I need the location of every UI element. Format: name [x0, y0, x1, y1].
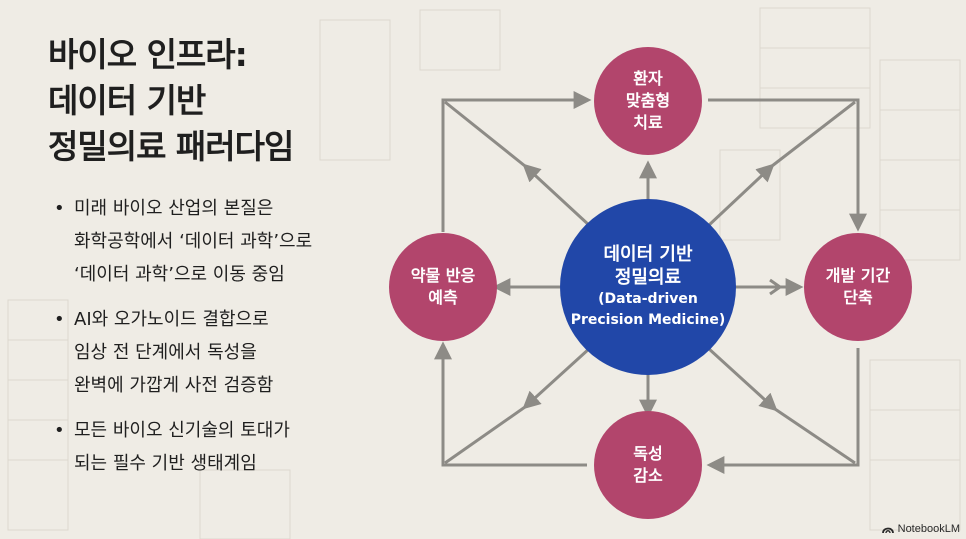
bottom-node-label: 독성 감소: [594, 411, 702, 519]
page-title-line-3: 정밀의료 패러다임: [48, 127, 294, 166]
right-label-line-2: 단축: [843, 288, 873, 307]
top-node-label: 환자 맞춤형 치료: [594, 47, 702, 155]
center-label-line-3: (Data-driven: [598, 291, 698, 307]
bottom-label-line-2: 감소: [633, 466, 663, 485]
diag-line-top-left: [444, 100, 526, 168]
center-label-line-1: 데이터 기반: [603, 244, 693, 265]
bullet-list: • 미래 바이오 산업의 본질은 화학공학에서 ‘데이터 과학’으로 ‘데이터 …: [52, 192, 432, 492]
node-left: [389, 233, 497, 341]
diag-line-bottom-right: [774, 407, 856, 465]
notebooklm-watermark: NotebookLM: [881, 523, 960, 535]
bullet-item: • AI와 오가노이드 결합으로 임상 전 단계에서 독성을 완벽에 가깝게 사…: [52, 303, 432, 402]
node-center: [560, 199, 736, 375]
node-bottom: [594, 411, 702, 519]
node-top: [594, 47, 702, 155]
bullet-dot-icon: •: [54, 198, 65, 219]
bullet-dot-icon: •: [54, 420, 65, 441]
diag-line-top-right: [771, 100, 856, 168]
loop-arrow-left-to-top: [441, 91, 592, 232]
center-label-line-4: Precision Medicine): [570, 312, 726, 328]
page-title: 바이오 인프라: 데이터 기반 정밀의료 패러다임: [48, 32, 428, 170]
left-node-label: 약물 반응 예측: [389, 233, 497, 341]
diag-arrow-up-right: [706, 163, 775, 228]
left-label-line-2: 예측: [428, 288, 458, 307]
top-label-line-3: 치료: [633, 113, 663, 132]
diag-arrow-down-left: [522, 346, 592, 410]
loop-arrow-bottom-to-left: [434, 341, 587, 467]
left-label-line-1: 약물 반응: [410, 266, 476, 285]
bottom-label-line-1: 독성: [633, 444, 663, 463]
bullet-item: • 미래 바이오 산업의 본질은 화학공학에서 ‘데이터 과학’으로 ‘데이터 …: [52, 192, 432, 291]
bullet-text: 모든 바이오 신기술의 토대가 되는 필수 기반 생태계임: [74, 420, 290, 474]
right-label-line-1: 개발 기간: [825, 266, 891, 285]
bullet-dot-icon: •: [54, 309, 65, 330]
top-label-line-1: 환자: [633, 69, 663, 88]
top-label-line-2: 맞춤형: [625, 91, 671, 110]
center-node-label: 데이터 기반 정밀의료 (Data-driven Precision Medic…: [560, 199, 736, 375]
right-double-arrowhead: [769, 278, 783, 296]
node-right: [804, 233, 912, 341]
loop-arrow-top-to-right: [708, 98, 867, 232]
bullet-item: • 모든 바이오 신기술의 토대가 되는 필수 기반 생태계임: [52, 414, 432, 480]
bullet-text: 미래 바이오 산업의 본질은 화학공학에서 ‘데이터 과학’으로 ‘데이터 과학…: [74, 198, 313, 285]
center-label-line-2: 정밀의료: [614, 267, 682, 288]
diag-line-bottom-left: [444, 405, 526, 465]
page-title-line-1: 바이오 인프라:: [48, 35, 248, 74]
loop-arrow-right-to-bottom: [706, 348, 860, 474]
right-node-label: 개발 기간 단축: [804, 233, 912, 341]
diag-arrow-down-right: [706, 346, 778, 412]
brand-label: NotebookLM: [897, 523, 960, 535]
diag-arrow-up-left: [522, 163, 592, 228]
bullet-text: AI와 오가노이드 결합으로 임상 전 단계에서 독성을 완벽에 가깝게 사전 …: [74, 309, 274, 396]
notebooklm-logo-icon: [881, 527, 894, 534]
page-title-line-2: 데이터 기반: [48, 81, 206, 120]
